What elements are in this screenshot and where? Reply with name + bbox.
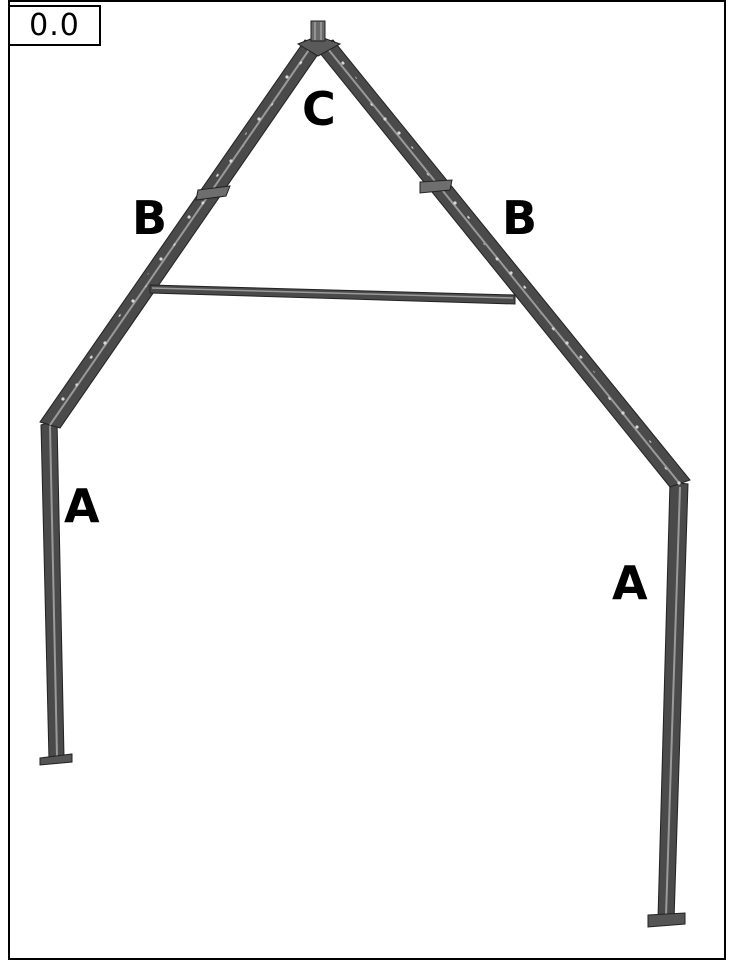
label-left-leg: A	[64, 479, 100, 533]
label-peak-connector: C	[302, 82, 336, 136]
left-leg	[39, 419, 73, 766]
right-leg	[647, 481, 689, 928]
right-rafter	[314, 39, 691, 488]
cross-tie	[149, 284, 516, 305]
label-right-rafter: B	[502, 191, 538, 245]
peak-connector	[296, 20, 342, 57]
label-left-rafter: B	[132, 191, 168, 245]
figure-number: 0.0	[8, 5, 101, 46]
left-rafter	[39, 39, 324, 429]
label-right-leg: A	[612, 556, 648, 610]
